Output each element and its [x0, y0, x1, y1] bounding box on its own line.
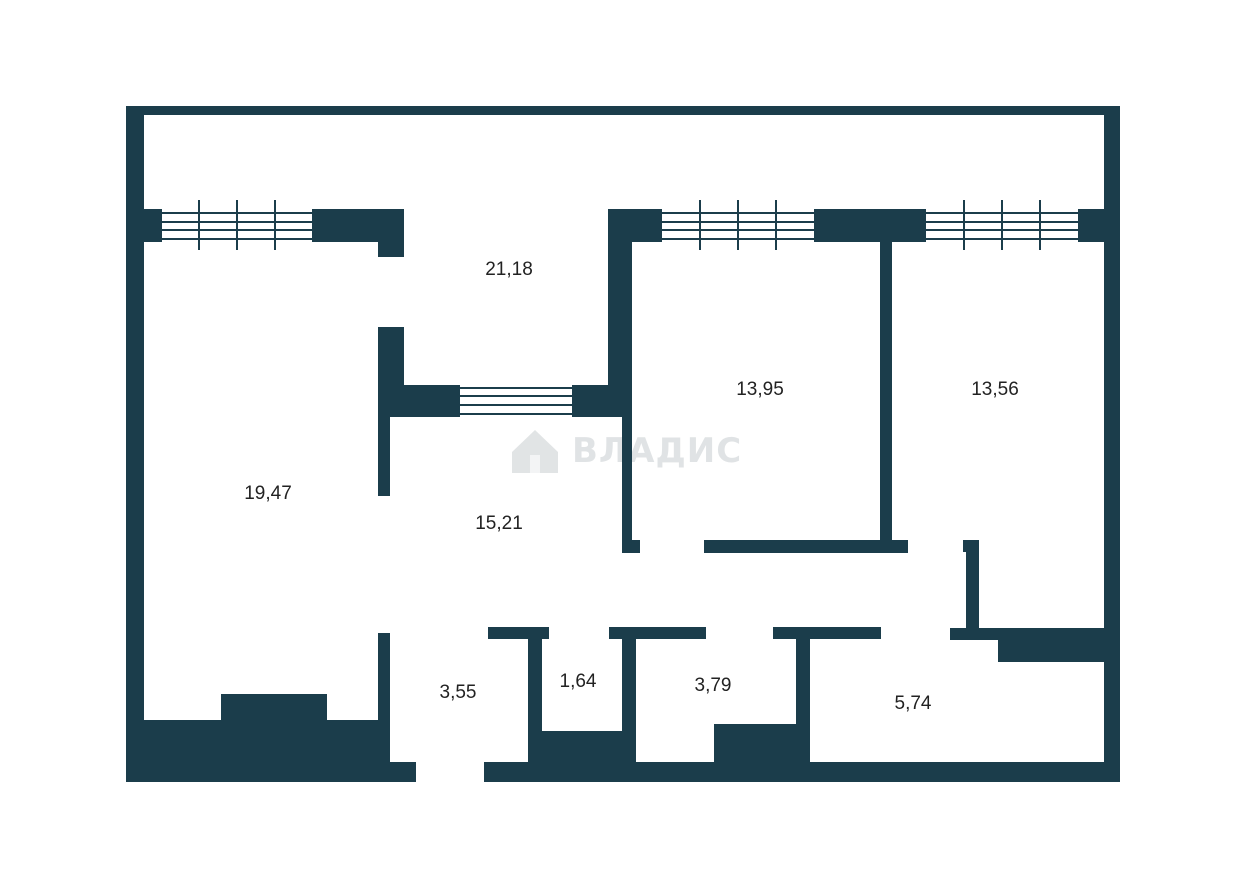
window-balcony: [460, 387, 572, 415]
room-area-balcony: 21,18: [485, 259, 533, 280]
room-area-bathroom: 3,79: [695, 675, 732, 696]
window-left: [162, 200, 312, 250]
room-area-entry: 3,55: [440, 682, 477, 703]
window-right: [926, 200, 1078, 250]
window-middle: [662, 200, 814, 250]
room-area-right-room: 13,56: [971, 379, 1019, 400]
room-area-kitchen: 5,74: [895, 693, 932, 714]
house-logo-icon: [512, 430, 558, 473]
room-labels: 21,18 19,47 15,21 13,95 13,56 3,55 1,64 …: [244, 259, 1019, 714]
room-area-wc: 1,64: [560, 671, 597, 692]
watermark-text: ВЛАДИС: [572, 431, 742, 471]
room-area-left-room: 19,47: [244, 483, 292, 504]
facade-walls: [126, 209, 1120, 416]
room-area-middle-room: 13,95: [736, 379, 784, 400]
interior-walls: [144, 242, 1120, 782]
room-area-hall: 15,21: [475, 513, 523, 534]
watermark: ВЛАДИС: [512, 430, 742, 473]
